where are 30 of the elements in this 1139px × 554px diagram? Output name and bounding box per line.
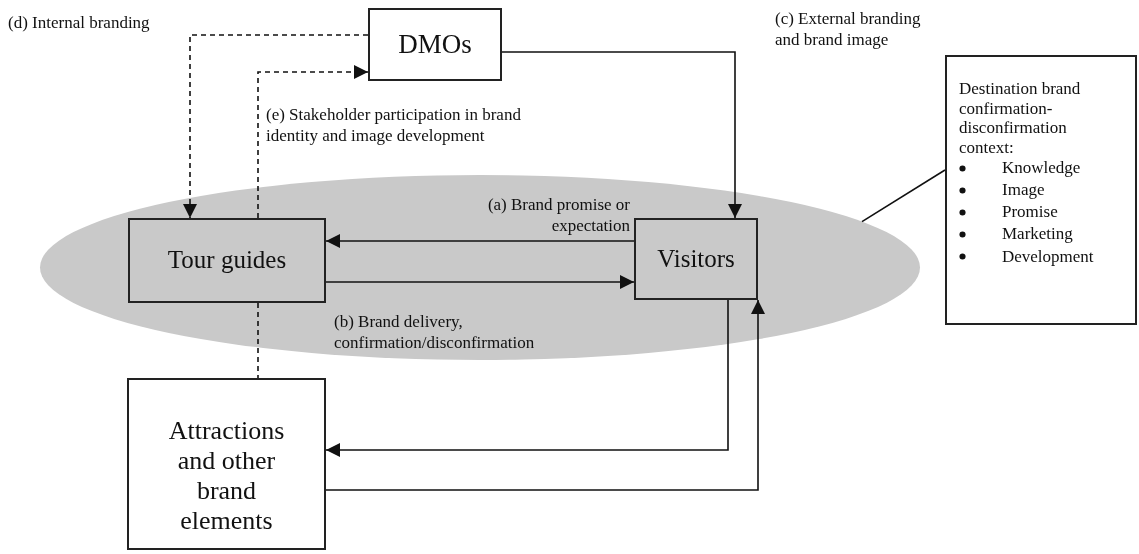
context-box <box>945 55 1137 325</box>
box-label: Visitors <box>657 244 735 274</box>
process-box <box>634 218 758 300</box>
arrow <box>325 299 765 491</box>
bullet-item: Promise <box>1002 201 1058 224</box>
edge-label: (b) Brand delivery, confirmation/disconfirmation <box>334 311 536 354</box>
edge-label: (d) Internal branding <box>8 12 151 34</box>
dashed-connector <box>257 302 259 379</box>
bullet-item: Knowledge <box>1002 157 1081 180</box>
arrow <box>183 34 369 219</box>
box-label: Attractions and other brand elements <box>167 416 286 536</box>
process-box <box>127 378 326 550</box>
arrow <box>325 234 635 248</box>
arrow <box>501 51 742 219</box>
edge-label: (e) Stakeholder participation in brand identity and image development <box>266 104 522 147</box>
arrow <box>257 65 369 219</box>
process-box <box>128 218 326 303</box>
arrow <box>325 275 635 289</box>
edge-label: (a) Brand promise or expectation <box>486 194 630 237</box>
box-heading: Destination brand confirmation-disconfirmation context: <box>959 79 1082 158</box>
box-label: DMOs <box>398 28 472 60</box>
highlight-ellipse <box>40 175 920 360</box>
box-label: Tour guides <box>167 246 287 275</box>
bullet-item: Image <box>1002 179 1045 202</box>
edge-label: (c) External branding and brand image <box>775 8 922 51</box>
bullet-item: Development <box>1002 245 1094 268</box>
process-box <box>368 8 502 81</box>
bullet-item: Marketing <box>1002 223 1073 246</box>
arrow <box>325 299 729 457</box>
leader-line <box>861 169 946 223</box>
